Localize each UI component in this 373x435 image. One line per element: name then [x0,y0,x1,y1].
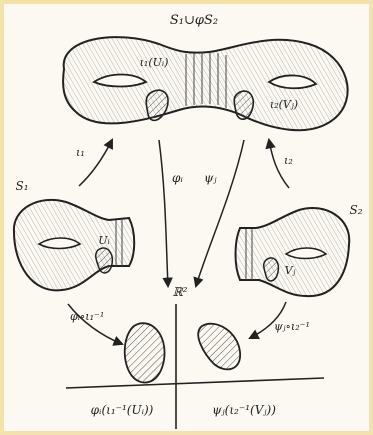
psi-j-label: ψⱼ [204,171,217,185]
phi-image-caption: φᵢ(ι₁⁻¹(Uᵢ)) [91,403,154,417]
Vj-label: Vⱼ [285,264,296,277]
R2-label: ℝ² [173,285,188,299]
S2-label: S₂ [349,203,362,217]
glued-surface [63,37,348,130]
iota2-label: ι₂ [284,154,293,167]
phi-comp-label: φᵢ∘ι₁⁻¹ [70,310,104,323]
phi-image-region [125,323,165,382]
iota1-label: ι₁ [76,146,85,159]
iota1-Ui-label: ι₁(Uᵢ) [140,56,169,69]
glued-surface-title: S₁∪φS₂ [170,13,218,28]
S1-label: S₁ [15,179,28,193]
iota2-Vj-label: ι₂(Vⱼ) [270,98,298,111]
right-surface [236,208,350,296]
patch-left-glued [146,90,168,120]
psi-comp-label: ψⱼ∘ι₂⁻¹ [274,320,310,333]
phi-i-label: φᵢ [172,171,183,185]
left-surface [14,200,134,291]
psi-image-region [198,324,240,370]
psi-image-caption: ψⱼ(ι₂⁻¹(Vⱼ)) [212,403,276,417]
patch-Vj [264,258,279,281]
Ui-label: Uᵢ [98,234,109,247]
phi-arrow [159,140,168,286]
patch-right-glued [234,91,253,119]
plane-horizontal-axis [66,378,324,388]
diagram-svg: S₁∪φS₂ ι₁(Uᵢ) ι₂(Vⱼ) S₁ Uᵢ [4,4,369,431]
